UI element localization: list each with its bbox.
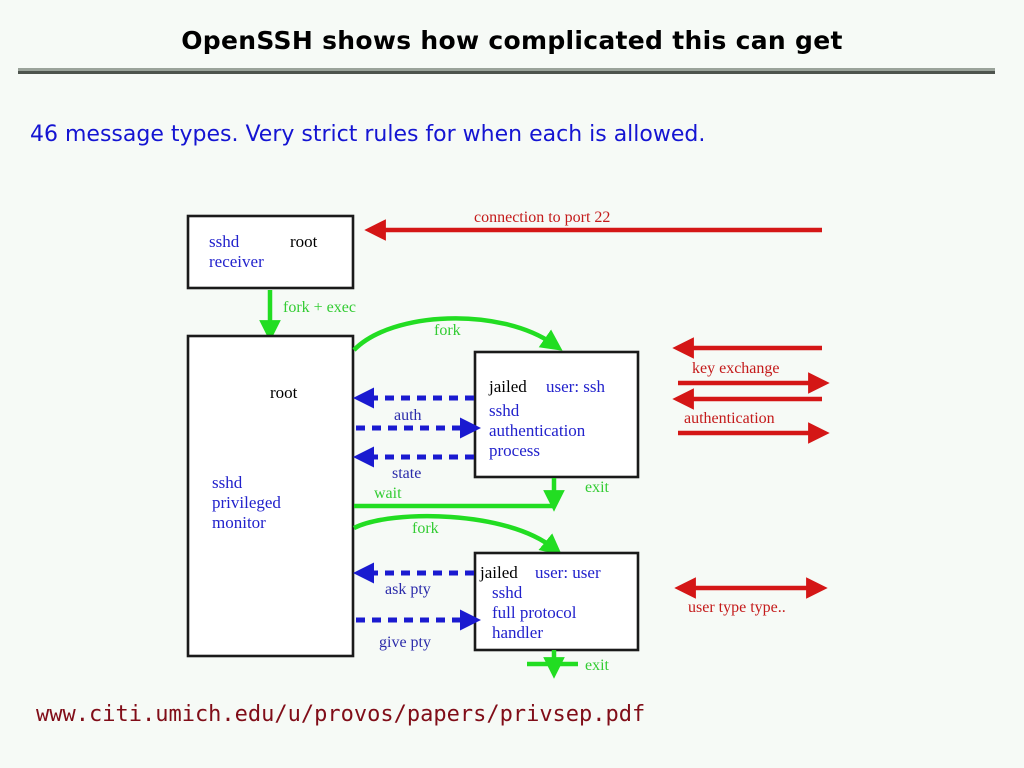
exit-top-label: exit <box>585 479 610 496</box>
fork-bottom-arrow <box>352 513 563 556</box>
auth-jailed-label: jailed <box>488 377 527 396</box>
give-pty-label: give pty <box>379 634 431 651</box>
handler-handler-label: handler <box>492 623 543 642</box>
handler-full-protocol-label: full protocol <box>492 603 577 622</box>
receiver-receiver-label: receiver <box>209 252 264 271</box>
subtitle-text: 46 message types. Very strict rules for … <box>30 122 706 147</box>
title-divider-light <box>18 68 995 71</box>
fork-exec-label: fork + exec <box>283 299 356 316</box>
connection-label: connection to port 22 <box>474 209 610 226</box>
monitor-privileged-label: privileged <box>212 493 281 512</box>
auth-user-label: user: ssh <box>546 377 606 396</box>
authentication-label: authentication <box>684 410 775 427</box>
state-label: state <box>392 465 421 482</box>
wait-label: wait <box>374 485 402 502</box>
receiver-root-label: root <box>290 232 318 251</box>
exit-bottom-label: exit <box>585 657 610 674</box>
handler-user-label: user: user <box>535 563 601 582</box>
key-exchange-label: key exchange <box>692 360 780 377</box>
monitor-monitor-label: monitor <box>212 513 266 532</box>
handler-sshd-label: sshd <box>492 583 523 602</box>
user-type-label: user type type.. <box>688 599 786 616</box>
box-privileged-monitor <box>186 334 355 658</box>
monitor-root-label: root <box>270 383 298 402</box>
auth-label: auth <box>394 407 422 424</box>
title-divider-dark <box>18 71 995 74</box>
box-jailed-auth <box>473 350 640 479</box>
box-sshd-receiver <box>186 214 355 290</box>
ask-pty-label: ask pty <box>385 581 431 598</box>
receiver-sshd-label: sshd <box>209 232 240 251</box>
title-divider <box>18 68 995 74</box>
auth-authentication-label: authentication <box>489 421 586 440</box>
fork-top-arrow <box>352 316 563 352</box>
monitor-sshd-label: sshd <box>212 473 243 492</box>
footer-url: www.citi.umich.edu/u/provos/papers/privs… <box>36 702 646 727</box>
box-jailed-handler <box>473 551 640 652</box>
page-title: OpenSSH shows how complicated this can g… <box>181 26 843 55</box>
fork-bottom-label: fork <box>412 520 439 537</box>
privilege-separation-diagram: connection to port 22 sshd root receiver… <box>186 209 830 679</box>
auth-sshd-label: sshd <box>489 401 520 420</box>
handler-jailed-label: jailed <box>479 563 518 582</box>
auth-process-label: process <box>489 441 540 460</box>
fork-top-label: fork <box>434 322 461 339</box>
